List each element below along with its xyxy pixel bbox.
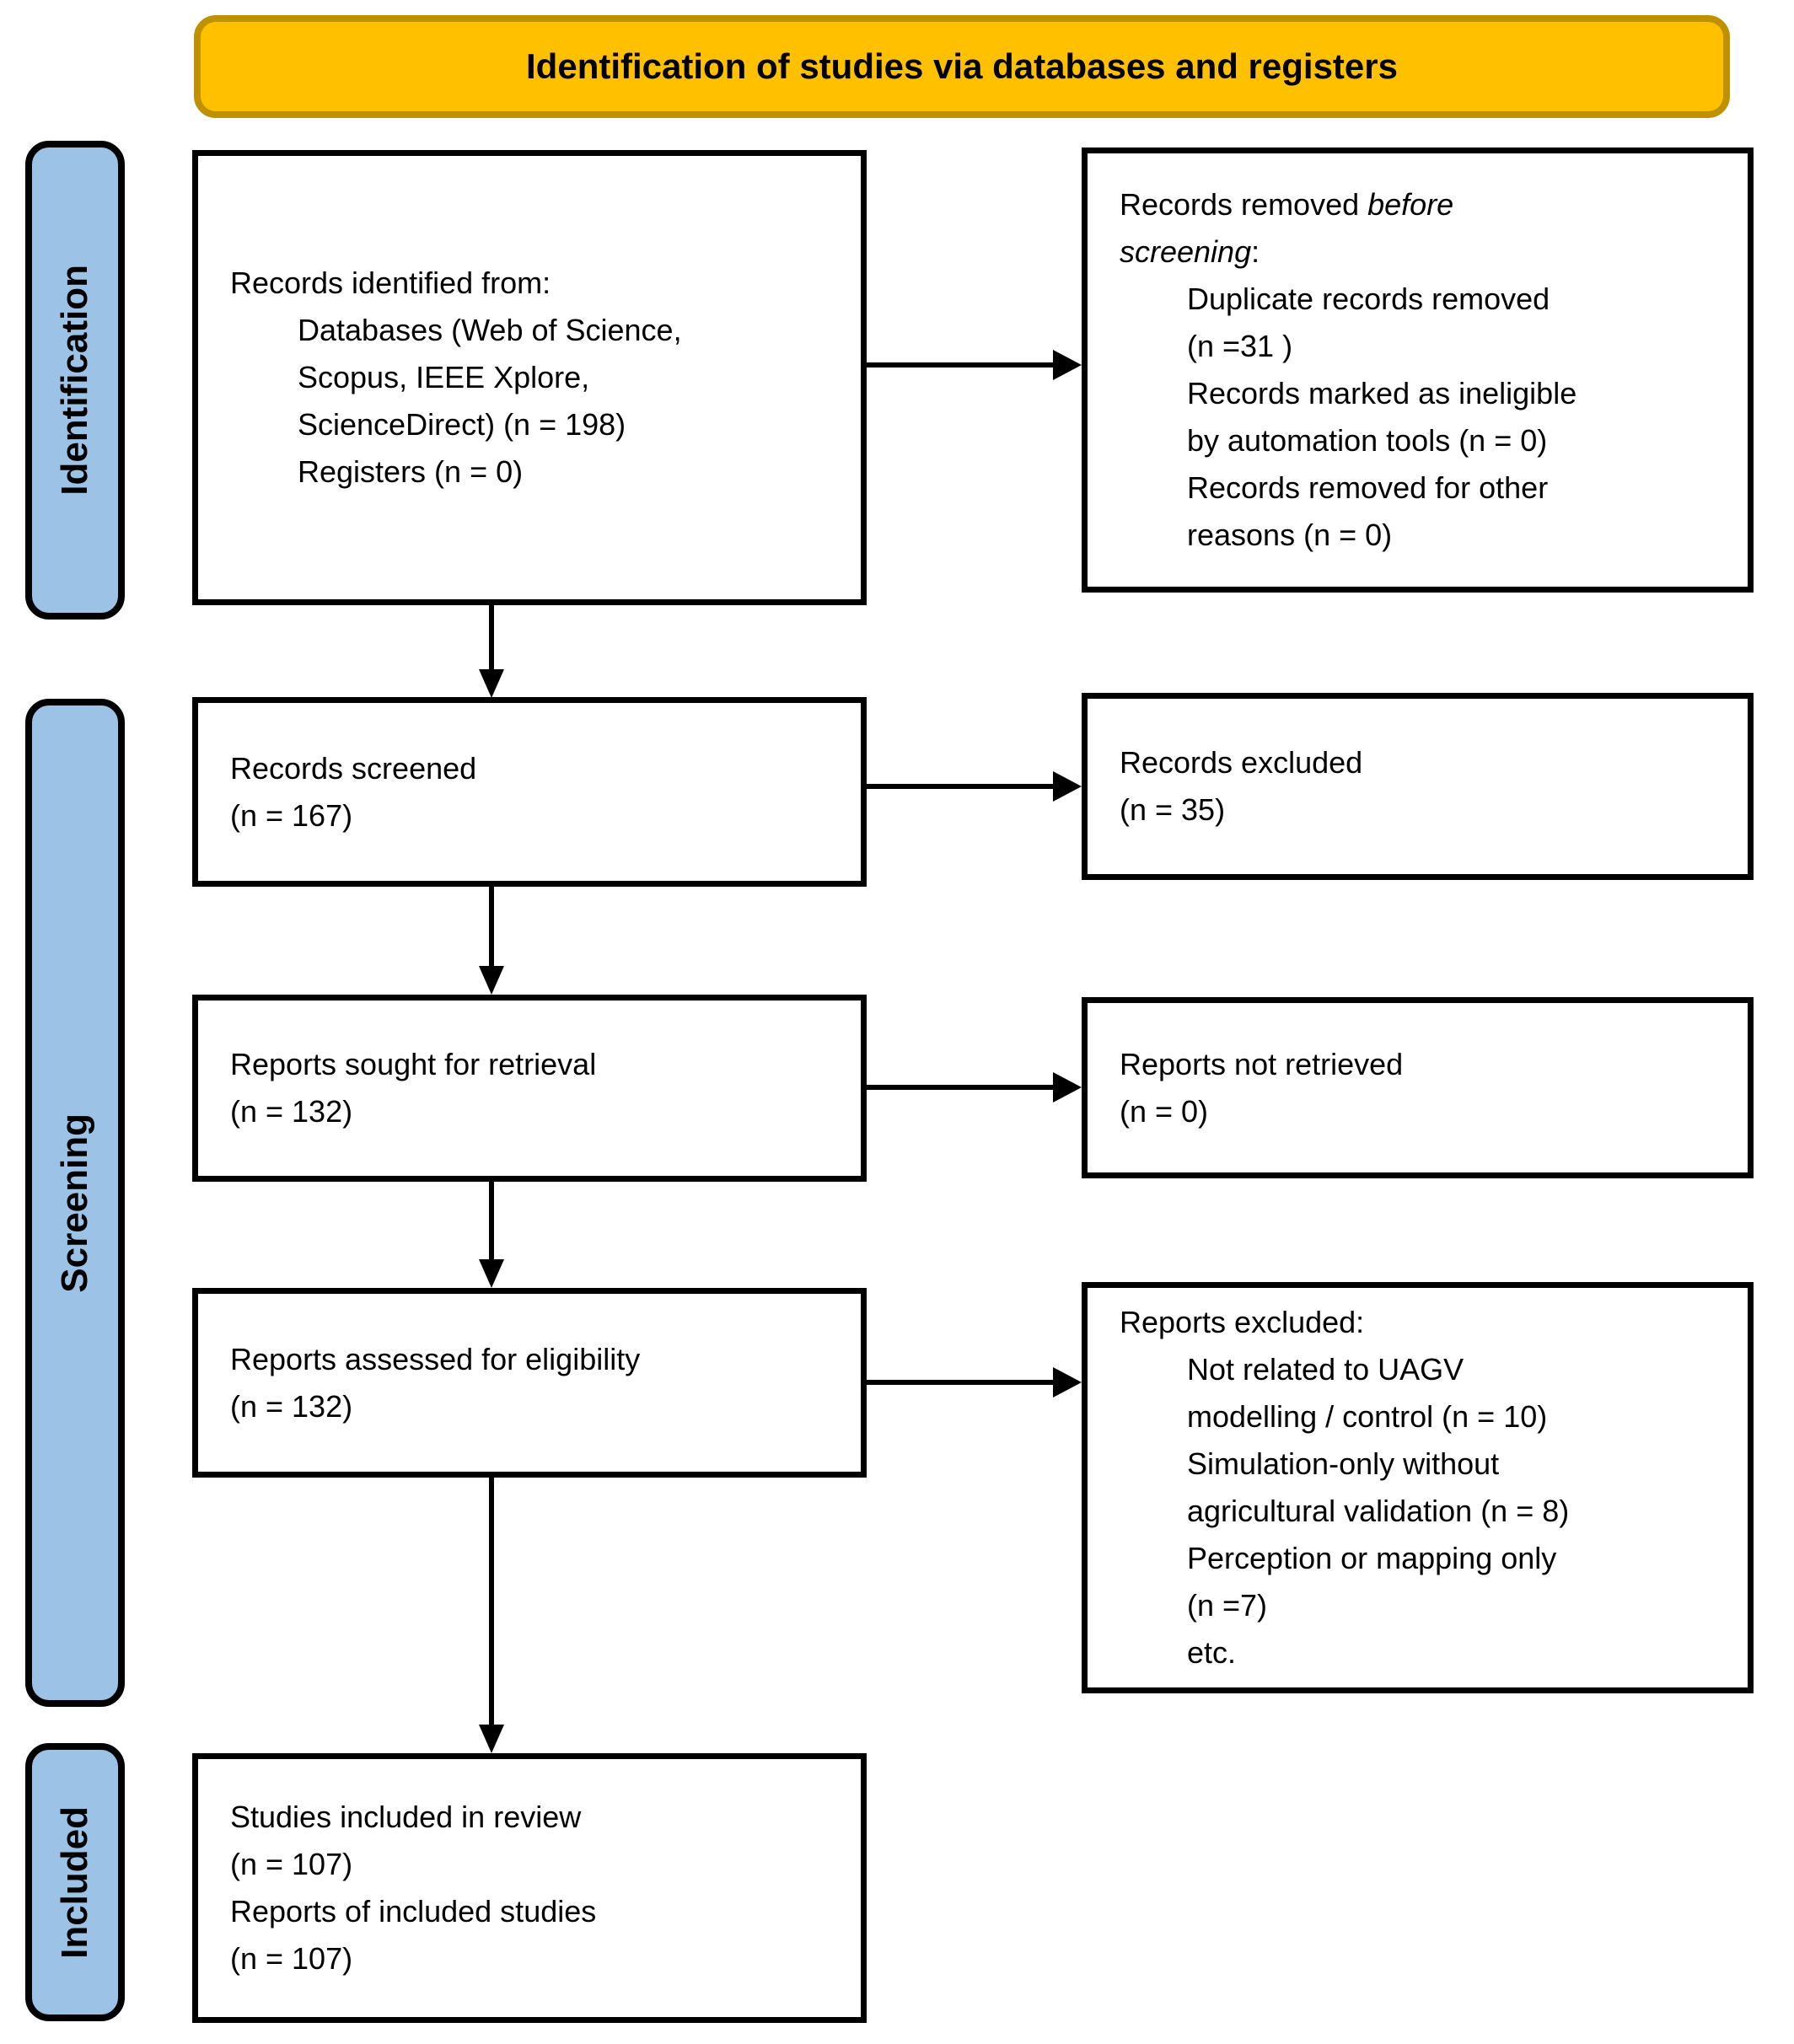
box-line: (n = 107)	[230, 1941, 353, 1976]
box-line: (n =31 )	[1187, 329, 1293, 363]
box-line: (n = 132)	[230, 1388, 353, 1424]
box-line: Databases (Web of Science,	[298, 313, 682, 347]
box-line: Perception or mapping only	[1187, 1541, 1557, 1575]
box-reports-assessed-for-eligibility: Reports assessed for eligibility (n = 13…	[192, 1288, 867, 1478]
arrow-identified-to-removed-head	[1053, 350, 1082, 380]
stage-label-identification: Identification	[54, 265, 95, 496]
arrow-identified-to-screened-head	[479, 669, 504, 698]
arrow-sought-to-assessed-line	[489, 1182, 494, 1259]
box-line: Records excluded	[1120, 745, 1363, 780]
box-line: agricultural validation (n = 8)	[1187, 1494, 1570, 1528]
diagram-title: Identification of studies via databases …	[526, 46, 1398, 86]
box-line: Records removed before	[1120, 187, 1454, 222]
box-line: etc.	[1187, 1635, 1237, 1670]
box-line: reasons (n = 0)	[1187, 518, 1393, 552]
stage-bar-screening: Screening	[25, 699, 125, 1707]
box-line: by automation tools (n = 0)	[1187, 423, 1548, 458]
box-line: Records identified from:	[230, 266, 551, 300]
arrow-assessed-to-included-head	[479, 1725, 504, 1753]
box-line: Reports not retrieved	[1120, 1046, 1404, 1081]
arrow-screened-to-excluded-line	[867, 784, 1053, 789]
arrow-assessed-to-reports-excluded-head	[1053, 1367, 1082, 1398]
box-line: Simulation-only without	[1187, 1446, 1500, 1481]
arrow-screened-to-excluded-head	[1053, 771, 1082, 802]
stage-label-screening: Screening	[54, 1113, 95, 1293]
box-line: (n = 132)	[230, 1094, 353, 1129]
arrow-screened-to-sought-line	[489, 887, 494, 966]
box-records-identified: Records identified from: Databases (Web …	[192, 150, 867, 605]
arrow-identified-to-screened-line	[489, 605, 494, 669]
box-line: (n = 0)	[1120, 1093, 1209, 1129]
box-records-screened: Records screened (n = 167)	[192, 697, 867, 887]
box-line: (n = 167)	[230, 797, 353, 833]
box-line: Records marked as ineligible	[1187, 376, 1577, 410]
box-line: modelling / control (n = 10)	[1187, 1399, 1548, 1434]
box-reports-excluded: Reports excluded: Not related to UAGV mo…	[1082, 1282, 1754, 1693]
box-line: Reports excluded:	[1120, 1305, 1365, 1339]
box-line: Records screened	[230, 750, 477, 786]
box-records-excluded: Records excluded (n = 35)	[1082, 693, 1754, 880]
diagram-header-banner: Identification of studies via databases …	[194, 15, 1730, 118]
box-line: Reports of included studies	[230, 1894, 597, 1929]
box-reports-not-retrieved: Reports not retrieved (n = 0)	[1082, 997, 1754, 1178]
box-line: (n = 35)	[1120, 792, 1226, 827]
box-records-removed-before-screening: Records removed before screening: Duplic…	[1082, 148, 1754, 593]
arrow-assessed-to-reports-excluded-line	[867, 1380, 1053, 1385]
box-line: screening:	[1120, 234, 1260, 269]
arrow-sought-to-not-retrieved-head	[1053, 1072, 1082, 1102]
box-line: ScienceDirect) (n = 198)	[298, 407, 626, 442]
box-line: Reports assessed for eligibility	[230, 1341, 641, 1376]
box-line: Not related to UAGV	[1187, 1352, 1464, 1387]
arrow-screened-to-sought-head	[479, 966, 504, 995]
box-reports-sought-for-retrieval: Reports sought for retrieval (n = 132)	[192, 995, 867, 1182]
arrow-assessed-to-included-line	[489, 1478, 494, 1725]
box-line: Records removed for other	[1187, 470, 1549, 505]
box-studies-included-in-review: Studies included in review (n = 107) Rep…	[192, 1753, 867, 2023]
arrow-identified-to-removed-line	[867, 362, 1053, 367]
box-line: (n = 107)	[230, 1847, 353, 1881]
box-line: Reports sought for retrieval	[230, 1047, 597, 1081]
box-line: Scopus, IEEE Xplore,	[298, 360, 590, 394]
arrow-sought-to-assessed-head	[479, 1259, 504, 1288]
arrow-sought-to-not-retrieved-line	[867, 1085, 1053, 1090]
box-line: (n =7)	[1187, 1588, 1268, 1623]
stage-bar-identification: Identification	[25, 141, 125, 620]
box-line: Registers (n = 0)	[298, 454, 524, 489]
stage-label-included: Included	[54, 1805, 95, 1959]
box-line: Duplicate records removed	[1187, 282, 1550, 316]
box-line: Studies included in review	[230, 1800, 582, 1834]
stage-bar-included: Included	[25, 1743, 125, 2021]
